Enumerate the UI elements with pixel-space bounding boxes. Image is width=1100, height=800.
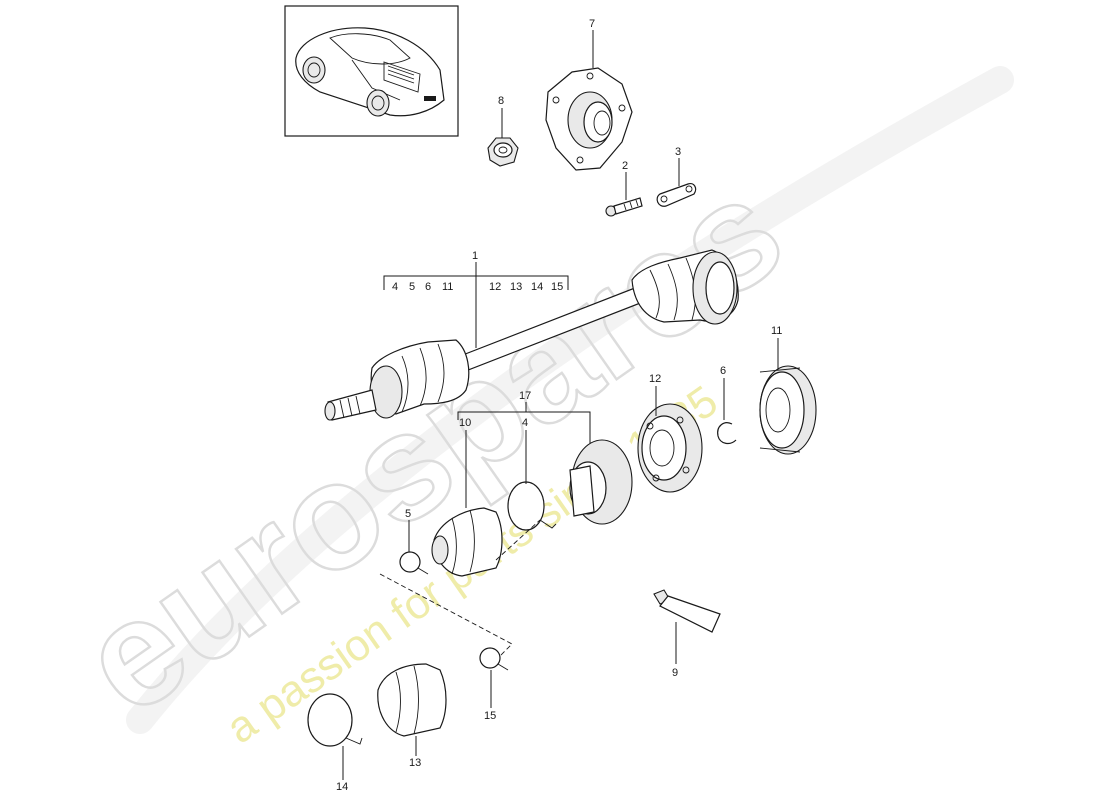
group-1-sub-11: 11 bbox=[442, 281, 453, 293]
small-clamp bbox=[399, 551, 429, 575]
callout-15: 15 bbox=[484, 710, 496, 722]
grease-tube bbox=[653, 589, 721, 633]
cv-joint bbox=[637, 403, 703, 493]
joint-flange bbox=[569, 439, 633, 525]
group-1-sub-13: 13 bbox=[510, 281, 522, 293]
large-clamp bbox=[307, 693, 363, 747]
boot-clamp bbox=[479, 647, 509, 671]
callout-3: 3 bbox=[675, 146, 681, 158]
callout-17: 17 bbox=[519, 390, 531, 402]
callout-9: 9 bbox=[672, 667, 678, 679]
callout-5: 5 bbox=[405, 508, 411, 520]
callout-1: 1 bbox=[472, 250, 478, 262]
outer-boot bbox=[377, 663, 447, 737]
group-1-sub-12: 12 bbox=[489, 281, 501, 293]
callout-2: 2 bbox=[622, 160, 628, 172]
callout-17-bracket: 17 bbox=[457, 390, 591, 444]
drive-shaft bbox=[324, 249, 739, 421]
callout-10: 10 bbox=[459, 417, 471, 429]
callout-1-bracket: 1 4 5 6 11 12 13 14 15 bbox=[383, 250, 569, 348]
callout-13: 13 bbox=[409, 757, 421, 769]
group-1-sub-4: 4 bbox=[392, 281, 398, 293]
car-thumbnail bbox=[284, 5, 459, 137]
drive-flange bbox=[545, 67, 633, 171]
callout-12: 12 bbox=[649, 373, 661, 385]
bolt bbox=[605, 197, 643, 217]
car-thumbnail-icon bbox=[295, 27, 445, 117]
callout-6: 6 bbox=[720, 365, 726, 377]
callout-8: 8 bbox=[498, 95, 504, 107]
callout-4: 4 bbox=[522, 417, 528, 429]
seal-flange bbox=[759, 365, 817, 455]
group-1-sub-14: 14 bbox=[531, 281, 543, 293]
group-1-sub-5: 5 bbox=[409, 281, 415, 293]
nut bbox=[487, 137, 519, 167]
circlip bbox=[717, 422, 737, 445]
group-1-sub-6: 6 bbox=[425, 281, 431, 293]
group-1-sub-15: 15 bbox=[551, 281, 563, 293]
inner-boot bbox=[431, 507, 503, 577]
lock-plate bbox=[656, 183, 697, 207]
callout-7: 7 bbox=[589, 18, 595, 30]
callout-14: 14 bbox=[336, 781, 348, 793]
callout-11: 11 bbox=[771, 325, 782, 337]
